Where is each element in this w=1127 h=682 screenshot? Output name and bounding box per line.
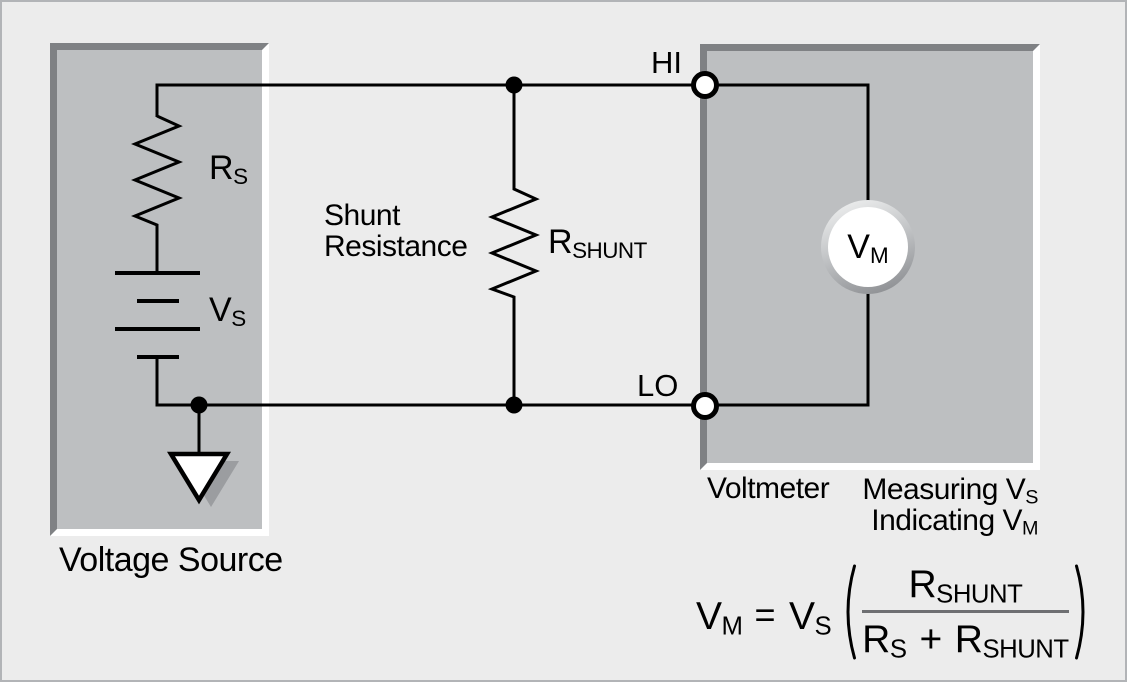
junction-dot-ground [190,396,208,414]
vm-reading-label: VM [847,227,889,268]
fraction-numerator: RSHUNT [908,563,1023,609]
lo-terminal-label: LO [637,368,679,403]
voltage-source-box [50,43,269,536]
rs-label: RS [209,149,248,189]
junction-dot-bottom [505,396,523,414]
formula-lhs: VM [696,595,743,641]
battery-icon [115,271,200,359]
voltmeter-notes: Measuring VS Indicating VM [847,473,1038,540]
voltage-divider-formula: VM = VS RSHUNT RS + RSHUNT [696,557,1092,667]
resistor-rshunt-icon [487,85,540,405]
voltmeter-dial: VM [821,200,915,294]
shunt-label-line1: Shunt [324,199,400,232]
ground-icon [166,451,232,505]
formula-fraction: RSHUNT RS + RSHUNT [862,563,1069,664]
hi-terminal [691,71,719,99]
den-first-term: RS [862,618,907,664]
junction-dot-top [505,76,523,94]
fraction-bar [862,610,1069,613]
formula-coefficient: VS [788,595,832,641]
left-paren [846,564,857,660]
measuring-note: Measuring VS [862,473,1038,509]
lo-terminal [691,392,719,420]
den-second-term: RSHUNT [954,618,1069,664]
voltmeter-caption: Voltmeter [707,472,830,505]
fraction-denominator: RS + RSHUNT [862,613,1069,664]
right-paren [1074,564,1085,660]
resistor-rs-icon [131,114,183,273]
plus-sign: + [919,618,943,661]
vs-label: VS [209,291,246,331]
rshunt-label: RSHUNT [548,223,647,263]
voltmeter-dial-face: VM [828,207,908,287]
indicating-note: Indicating VM [871,504,1038,540]
formula-equals: = [754,594,775,635]
voltage-source-caption: Voltage Source [59,541,283,579]
shunt-resistance-label: Shunt Resistance [324,199,468,263]
hi-terminal-label: HI [651,45,682,80]
shunt-label-line2: Resistance [324,230,468,263]
